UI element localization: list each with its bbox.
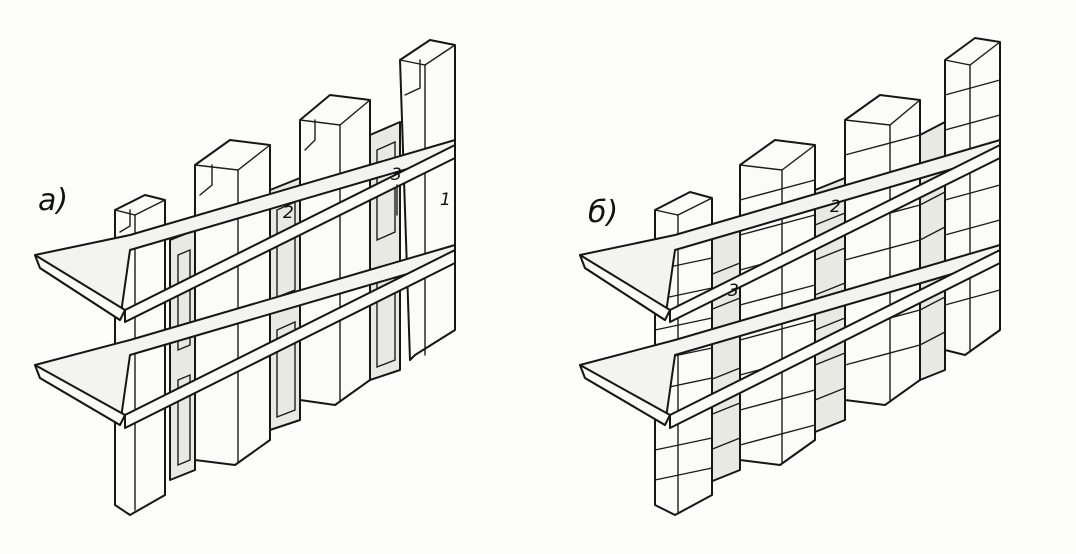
callout-a-2: 2 bbox=[283, 203, 294, 223]
wall-block-b-back bbox=[944, 37, 1001, 356]
column-b4 bbox=[844, 94, 921, 406]
column-a1 bbox=[114, 194, 166, 516]
callout-b-3: 3 bbox=[728, 281, 739, 301]
callout-a-3: 3 bbox=[391, 165, 402, 185]
callout-a-1: 1 bbox=[440, 190, 451, 210]
leader-a-3 bbox=[396, 184, 401, 216]
panel-a: а) 1 2 3 bbox=[34, 39, 456, 516]
floor-slab-upper-b bbox=[579, 139, 1001, 323]
floor-slab-lower-b bbox=[579, 244, 1001, 429]
column-a4 bbox=[299, 94, 371, 406]
floor-slab-upper-a bbox=[34, 139, 456, 323]
callout-b-2: 2 bbox=[830, 197, 841, 217]
panel-b: б) 2 3 bbox=[579, 37, 1001, 516]
panel-a-label: а) bbox=[38, 183, 68, 218]
floor-slab-lower-a bbox=[34, 244, 456, 429]
panel-b-label: б) bbox=[588, 195, 618, 230]
